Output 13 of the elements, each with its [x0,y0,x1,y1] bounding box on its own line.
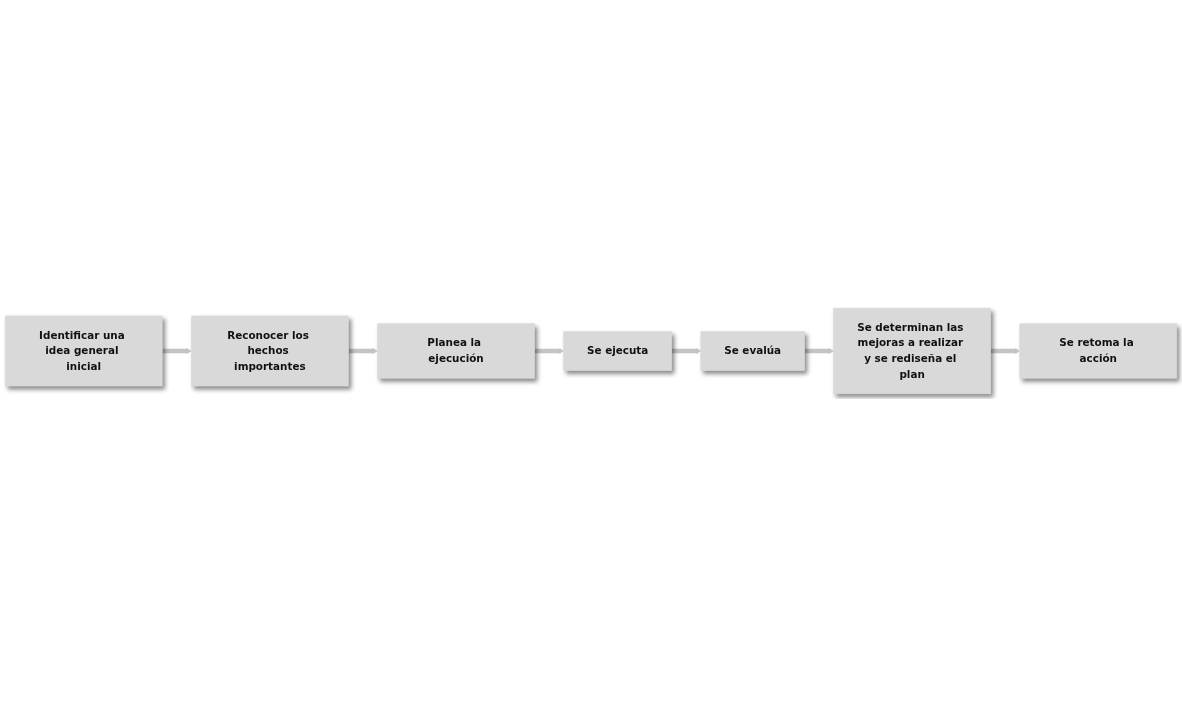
node-box: Identificar una idea general inicial [4,315,163,387]
arrow [348,348,378,354]
arrow [804,348,834,354]
arrow [990,348,1021,354]
node-box: Se evalúa [700,331,805,371]
arrow [671,348,702,354]
node-box: Se ejecuta [563,331,672,371]
arrow [162,348,192,354]
arrow [534,348,564,354]
node-box: Planea la ejecución [377,323,535,379]
node-box: Se retoma la acción [1019,323,1178,379]
node-box: Reconocer los hechos importantes [191,315,349,387]
node-box: Se determinan las mejoras a realizar y se rediseña el plan [833,307,991,395]
